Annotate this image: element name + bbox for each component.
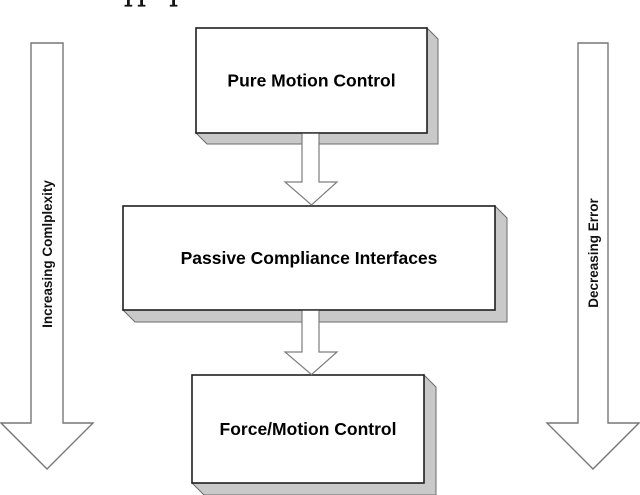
down-arrow-shape [0, 42, 95, 470]
box-face [191, 374, 425, 484]
right-arrow-label: Decreasing Error [586, 197, 601, 307]
connector-arrow-2 [283, 310, 339, 376]
box-force-motion-control: Force/Motion Control [190, 373, 437, 495]
box-label: Pure Motion Control [227, 71, 395, 91]
box-label: Passive Compliance Interfaces [181, 248, 438, 268]
connector-arrow-1 [283, 133, 339, 206]
left-side-arrow: Increasing Comlplexity [0, 42, 95, 470]
box-face [122, 205, 496, 311]
right-side-arrow: Decreasing Error [545, 42, 640, 470]
box-passive-compliance-interfaces: Passive Compliance Interfaces [121, 204, 508, 323]
box-label: Force/Motion Control [220, 419, 397, 439]
down-arrow-shape [545, 42, 640, 470]
box-face [195, 27, 428, 134]
left-arrow-label: Increasing Comlplexity [40, 180, 55, 328]
box-pure-motion-control: Pure Motion Control [194, 26, 439, 145]
clipped-text-fragment [124, 0, 178, 7]
